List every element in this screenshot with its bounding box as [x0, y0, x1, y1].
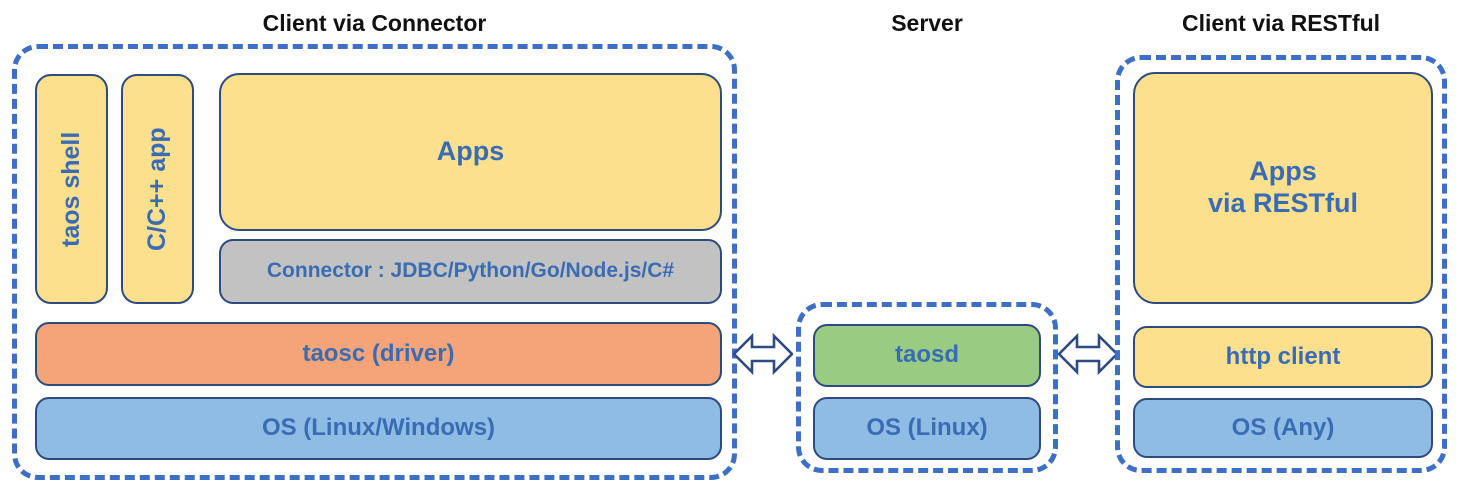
box-os-any[interactable]: OS (Any)	[1133, 398, 1433, 458]
box-http-client[interactable]: http client	[1133, 326, 1433, 388]
box-taosd[interactable]: taosd	[813, 324, 1041, 387]
box-apps-connector[interactable]: Apps	[219, 73, 722, 231]
box-os-linux-windows[interactable]: OS (Linux/Windows)	[35, 397, 722, 460]
box-os-linux[interactable]: OS (Linux)	[813, 397, 1041, 460]
double-headed-arrow-icon-left	[733, 330, 793, 378]
caption-server: Server	[891, 10, 963, 36]
box-taos-shell[interactable]: taos shell	[35, 74, 108, 304]
caption-client-via-connector: Client via Connector	[262, 10, 487, 36]
group-server	[796, 302, 1058, 473]
box-taosc-driver[interactable]: taosc (driver)	[35, 322, 722, 386]
caption-client-via-restful: Client via RESTful	[1181, 10, 1381, 36]
group-client-via-restful	[1115, 55, 1447, 473]
group-client-via-connector	[12, 44, 737, 480]
box-apps-via-restful[interactable]: Apps via RESTful	[1133, 72, 1433, 304]
box-connector-list[interactable]: Connector : JDBC/Python/Go/Node.js/C#	[219, 239, 722, 304]
apps-restful-line-2: via RESTful	[1207, 188, 1359, 218]
apps-restful-line-1: Apps	[1249, 156, 1317, 187]
double-headed-arrow-icon-right	[1058, 330, 1118, 378]
box-c-cpp-app[interactable]: C/C++ app	[121, 74, 194, 304]
